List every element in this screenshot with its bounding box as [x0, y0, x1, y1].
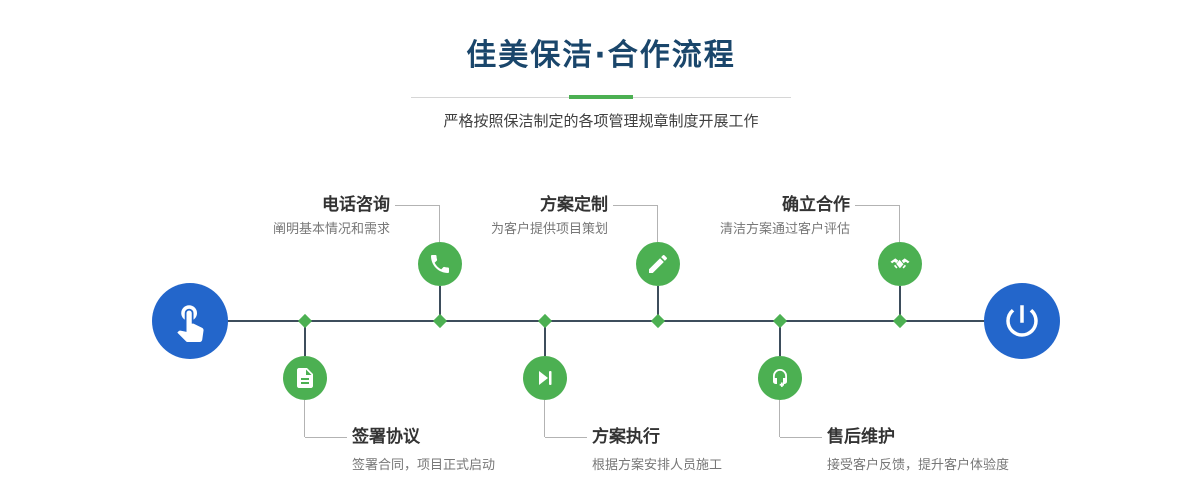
section-header: 佳美保洁·合作流程: [0, 36, 1202, 76]
step-label: 电话咨询 阐明基本情况和需求: [145, 195, 390, 238]
divider-accent: [569, 95, 633, 99]
node-stem: [544, 322, 546, 356]
label-connector: [657, 205, 658, 242]
timeline-diamond: [772, 313, 788, 329]
play-forward-icon: [523, 356, 567, 400]
label-connector: [545, 437, 587, 438]
step-title: 方案执行: [592, 427, 660, 447]
label-connector: [780, 437, 822, 438]
step-desc: 为客户提供项目策划: [490, 222, 608, 237]
step-label: 确立合作 清洁方案通过客户评估: [605, 195, 850, 238]
node-stem: [439, 286, 441, 322]
timeline-diamond: [892, 313, 908, 329]
step-desc: 接受客户反馈，提升客户体验度: [827, 458, 1010, 473]
label-connector: [439, 205, 440, 242]
label-connector: [395, 205, 440, 206]
step-title: 电话咨询: [322, 195, 390, 215]
step-title: 签署协议: [352, 427, 420, 447]
title-divider: [411, 95, 791, 99]
node-stem: [304, 322, 306, 356]
step-desc: 根据方案安排人员施工: [592, 458, 723, 473]
step-title: 方案定制: [540, 195, 608, 215]
label-connector: [304, 400, 305, 437]
label-connector: [305, 437, 347, 438]
label-connector: [613, 205, 658, 206]
power-icon: [1001, 300, 1043, 342]
label-connector: [544, 400, 545, 437]
step-label: 方案执行 根据方案安排人员施工: [592, 427, 722, 474]
step-desc: 阐明基本情况和需求: [272, 222, 390, 237]
node-stem: [657, 286, 659, 322]
phone-icon: [418, 242, 462, 286]
step-title: 售后维护: [827, 427, 895, 447]
step-label: 售后维护 接受客户反馈，提升客户体验度: [827, 427, 1009, 474]
step-label: 方案定制 为客户提供项目策划: [363, 195, 608, 238]
timeline-diamond: [432, 313, 448, 329]
document-sign-icon: [283, 356, 327, 400]
label-connector: [855, 205, 900, 206]
step-label: 签署协议 签署合同，项目正式启动: [352, 427, 495, 474]
timeline-start: [152, 283, 228, 359]
node-stem: [779, 322, 781, 356]
timeline-diamond: [297, 313, 313, 329]
label-connector: [779, 400, 780, 437]
headset-support-icon: [758, 356, 802, 400]
pointing-hand-icon: [169, 300, 211, 342]
label-connector: [899, 205, 900, 242]
step-desc: 签署合同，项目正式启动: [352, 458, 496, 473]
pencil-design-icon: [636, 242, 680, 286]
page-title: 佳美保洁·合作流程: [466, 38, 736, 73]
timeline-end: [984, 283, 1060, 359]
handshake-icon: [878, 242, 922, 286]
step-desc: 清洁方案通过客户评估: [719, 222, 850, 237]
step-title: 确立合作: [782, 195, 850, 215]
timeline-diamond: [650, 313, 666, 329]
timeline-diamond: [537, 313, 553, 329]
timeline-line: [190, 320, 1022, 322]
node-stem: [899, 286, 901, 322]
page-subtitle: 严格按照保洁制定的各项管理规章制度开展工作: [443, 112, 759, 130]
